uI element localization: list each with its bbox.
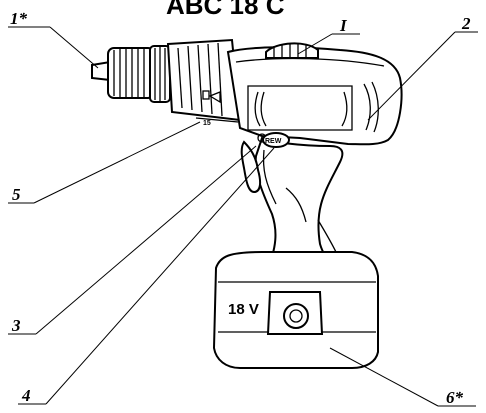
- callout-4: 4: [21, 386, 31, 405]
- leader-lines: [8, 26, 478, 407]
- battery-pack: 18 V: [212, 251, 379, 369]
- reverse-switch: REW: [262, 132, 290, 148]
- chuck: [91, 45, 171, 103]
- gear-selector: [265, 42, 319, 59]
- callout-5: 5: [12, 185, 21, 204]
- torque-scale-label: 15: [203, 120, 211, 127]
- callout-3: 3: [11, 316, 21, 335]
- diagram-title: ABC 18 C: [166, 0, 285, 20]
- callout-6: 6*: [446, 388, 464, 407]
- battery-voltage-label: 18 V: [228, 301, 259, 318]
- callout-2: 2: [461, 14, 471, 33]
- callout-I: I: [339, 16, 348, 35]
- rew-label: REW: [265, 138, 282, 145]
- callout-1: 1*: [10, 9, 28, 28]
- handle: [254, 136, 344, 269]
- torque-collar: [166, 38, 242, 123]
- drill-body: 15: [202, 46, 403, 146]
